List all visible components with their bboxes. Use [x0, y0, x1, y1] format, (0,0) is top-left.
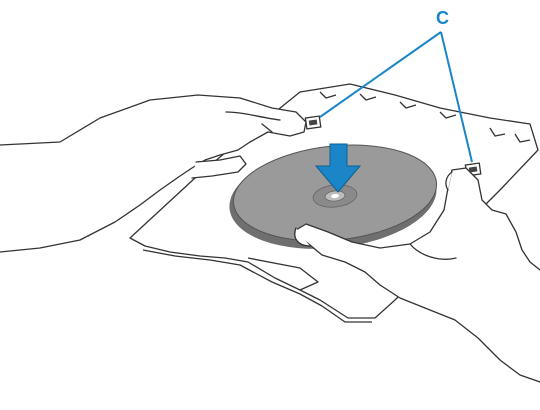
positioning-mark-left [305, 116, 320, 129]
callout-label: C [436, 8, 449, 28]
